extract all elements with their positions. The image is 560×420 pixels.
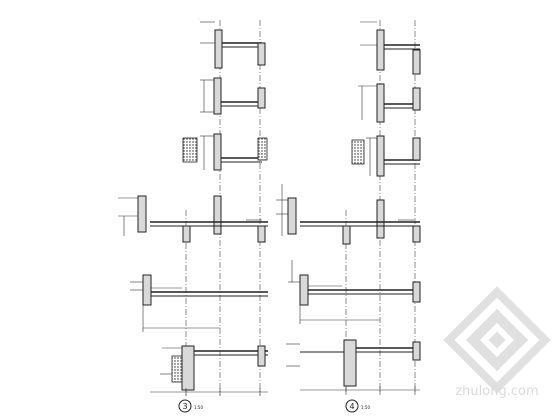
- section-scale: 1:50: [361, 405, 370, 410]
- wall-segment: [257, 87, 266, 109]
- beam-section: [412, 225, 421, 243]
- insulation-block: [351, 139, 365, 165]
- insulation-block: [257, 137, 268, 161]
- window-wall: [213, 133, 222, 171]
- section-number-circle: [345, 399, 359, 413]
- section-number: 4: [349, 402, 354, 411]
- section-number-circle: [178, 399, 192, 413]
- insulation-block: [182, 137, 198, 163]
- beam-section: [342, 225, 351, 245]
- parapet-wall: [214, 29, 223, 69]
- wall-segment: [412, 49, 421, 75]
- window-wall: [213, 77, 222, 115]
- beam-section: [182, 225, 191, 243]
- level-label: .: [198, 17, 199, 21]
- left-section: .: [118, 17, 268, 413]
- watermark: zhulong.com: [443, 286, 551, 399]
- section-scale: 1:50: [194, 405, 203, 410]
- watermark-text: zhulong.com: [455, 384, 538, 399]
- wall-segment: [142, 274, 152, 306]
- wall-segment: [412, 87, 421, 111]
- foundation-wall: [181, 345, 195, 391]
- watermark-logo-icon: [443, 286, 551, 394]
- window-wall: [376, 83, 385, 123]
- window-wall: [376, 135, 385, 177]
- wall-segment: [287, 197, 297, 235]
- window-wall: [213, 195, 222, 235]
- wall-segment: [412, 281, 421, 303]
- wall-segment: [257, 345, 266, 367]
- insulation-block: [171, 355, 183, 383]
- wall-segment: [412, 341, 421, 361]
- parapet-wall: [376, 29, 385, 71]
- foundation-wall: [343, 339, 357, 387]
- right-section: 4 1:50: [276, 20, 421, 413]
- wall-segment: [137, 195, 147, 233]
- wall-segment: [412, 137, 421, 161]
- wall-segment: [299, 274, 309, 306]
- section-number: 3: [182, 402, 187, 411]
- window-wall: [376, 199, 385, 239]
- wall-segment: [257, 42, 266, 66]
- beam-section: [257, 225, 266, 243]
